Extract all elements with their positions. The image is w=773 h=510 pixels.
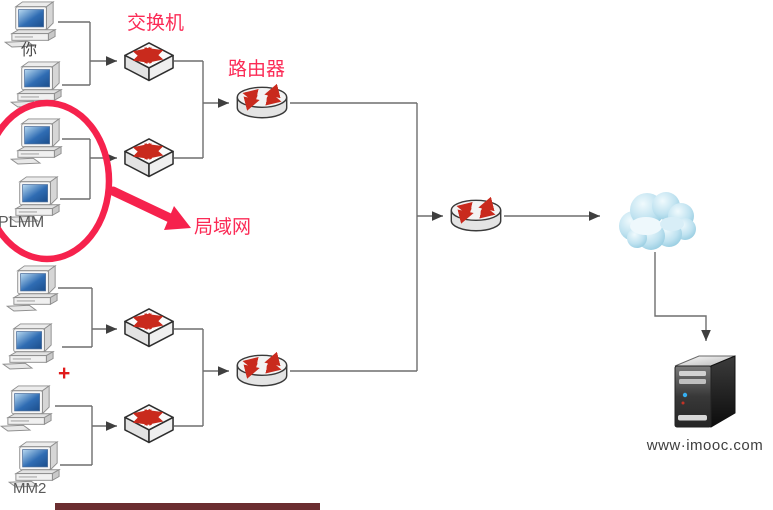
lan-label: 局域网 xyxy=(194,217,252,238)
computer-icon xyxy=(2,322,60,370)
computer-icon xyxy=(10,117,68,165)
switch-icon xyxy=(122,136,176,186)
internet-cloud-icon xyxy=(604,180,704,254)
computer-icon xyxy=(4,0,62,48)
video-progress-bar[interactable] xyxy=(55,503,320,510)
computer-icon xyxy=(0,384,58,432)
switch-label: 交换机 xyxy=(127,13,185,34)
router-icon xyxy=(233,352,291,390)
router-icon xyxy=(447,197,505,235)
router-icon xyxy=(233,84,291,122)
lan-arrow-shaft xyxy=(108,186,175,223)
you-label: 你 xyxy=(21,42,38,59)
mm2-label: MM2 xyxy=(13,480,47,497)
switch-icon xyxy=(122,402,176,452)
router-label: 路由器 xyxy=(228,59,286,80)
switch-icon xyxy=(122,40,176,90)
computer-icon xyxy=(10,60,68,108)
switch-icon xyxy=(122,306,176,356)
computer-icon xyxy=(6,264,64,312)
plmm-label: PLMM xyxy=(0,214,45,231)
plus-label: + xyxy=(58,362,71,385)
lan-arrow-head xyxy=(164,206,191,230)
server-domain-label: www·imooc.com xyxy=(646,437,764,454)
server-icon xyxy=(665,347,745,435)
